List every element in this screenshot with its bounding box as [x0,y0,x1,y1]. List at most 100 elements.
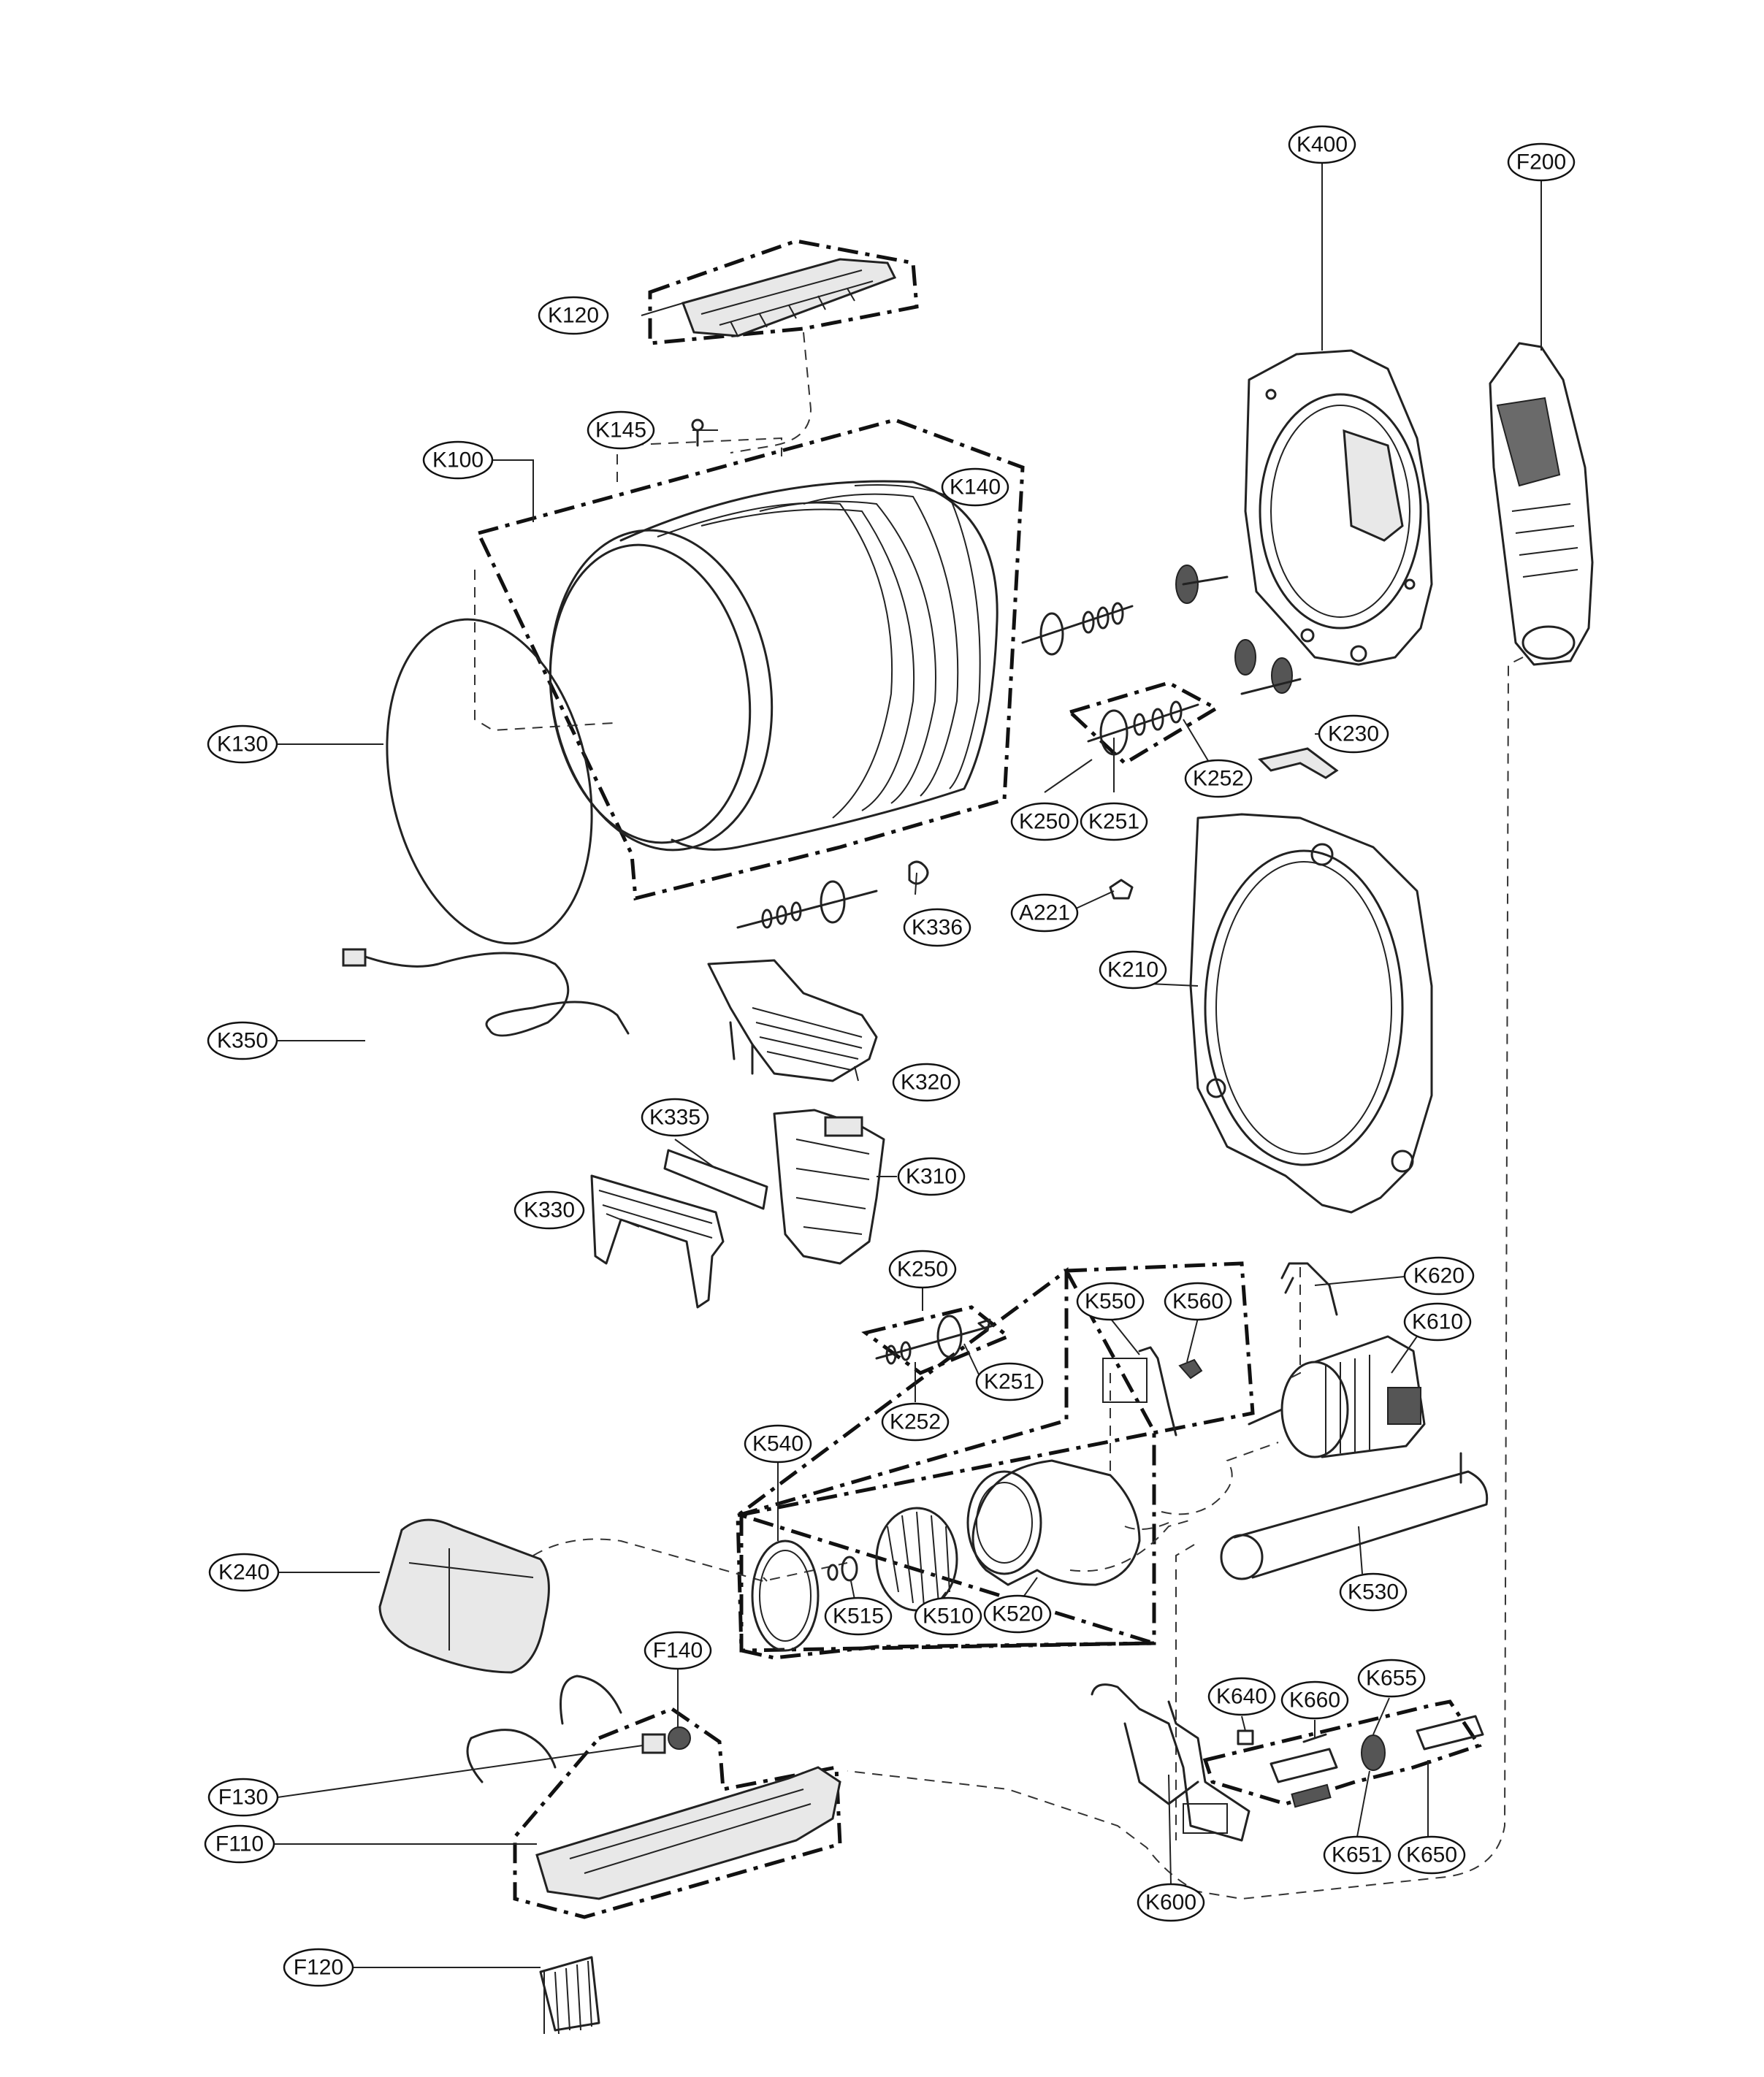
svg-text:K560: K560 [1172,1290,1223,1314]
callout-k100: K100 [422,440,494,480]
svg-text:K140: K140 [950,475,1001,500]
callout-k120: K120 [538,296,609,335]
svg-text:K250: K250 [897,1258,948,1282]
svg-text:F140: F140 [653,1639,703,1663]
callout-k650: K650 [1397,1835,1466,1875]
callout-k251-top: K251 [1080,802,1148,841]
callout-k250-mid: K250 [888,1250,957,1289]
front-bulkhead-part [1189,813,1433,1214]
svg-text:K145: K145 [595,418,646,443]
group-outlines [476,239,1482,1919]
callout-k130: K130 [207,724,278,764]
svg-text:F110: F110 [215,1832,264,1856]
connector-lines [474,332,1524,1900]
callout-k240: K240 [208,1553,280,1592]
roller-assembly-mid-part [875,1315,995,1365]
callout-k400: K400 [1288,125,1356,164]
motor-part [1248,1335,1426,1458]
thermostat-part [668,1726,691,1750]
svg-text:K120: K120 [548,304,599,328]
svg-text:K250: K250 [1019,810,1070,834]
heater-wires-part [466,1675,666,1783]
callout-k515: K515 [824,1596,893,1636]
rear-bulkhead-part [1244,349,1433,666]
svg-text:K640: K640 [1216,1685,1267,1709]
callout-k550: K550 [1076,1282,1145,1321]
motor-mount-part [1091,1683,1251,1842]
svg-text:K550: K550 [1085,1290,1136,1314]
roller-assembly-top-part [1087,700,1199,756]
svg-text:F130: F130 [218,1786,268,1810]
callout-k252-top: K252 [1184,759,1253,798]
callout-f120: F120 [283,1948,354,1987]
idler-shaft-part [1416,1715,1484,1751]
callout-k320: K320 [892,1063,961,1102]
callout-k145: K145 [587,410,655,450]
duct-top-part [681,258,897,337]
callout-k230: K230 [1318,714,1389,754]
svg-text:K540: K540 [752,1432,803,1456]
callout-k651: K651 [1323,1835,1391,1875]
svg-text:K520: K520 [992,1602,1043,1626]
callout-k610: K610 [1403,1302,1472,1342]
svg-text:K252: K252 [890,1410,941,1434]
blower-fan-part [875,1507,958,1612]
callout-k560: K560 [1164,1282,1232,1321]
motor-clip-part [1280,1262,1338,1316]
callout-k520: K520 [983,1594,1052,1634]
roller-shaft-part [1021,565,1302,695]
svg-text:K400: K400 [1297,133,1348,157]
svg-text:K320: K320 [901,1071,952,1095]
door-gasket-part [386,618,593,945]
callout-k310: K310 [897,1157,966,1196]
callout-k600: K600 [1137,1883,1205,1922]
svg-text:K530: K530 [1348,1580,1399,1604]
svg-text:K130: K130 [217,733,268,757]
svg-text:K610: K610 [1412,1310,1463,1334]
callout-k335: K335 [641,1098,709,1137]
callout-a221: A221 [1010,893,1079,933]
svg-text:K335: K335 [649,1106,700,1130]
svg-text:K240: K240 [218,1561,270,1585]
svg-text:K310: K310 [906,1165,957,1189]
small-parts-right [1237,1715,1484,1808]
svg-text:A221: A221 [1019,901,1070,925]
svg-text:K210: K210 [1107,958,1158,982]
callout-k530: K530 [1339,1572,1408,1612]
callout-k660: K660 [1280,1680,1349,1720]
svg-text:K251: K251 [1088,810,1139,834]
callout-k640: K640 [1207,1677,1276,1716]
callout-f140: F140 [644,1631,712,1670]
callout-k655: K655 [1357,1659,1426,1698]
callout-labels: K400 F200 K120 K145 K100 K140 K130 K230 … [204,125,1576,1987]
blower-washer-part [827,1556,858,1582]
bracket-small-part [1237,1729,1254,1745]
callout-k620: K620 [1403,1256,1475,1296]
blower-seal-part [751,1539,820,1652]
sensor-part [1102,1346,1203,1437]
pulley-part [1361,1734,1386,1771]
idler-bracket-part [1269,1748,1338,1783]
svg-text:K620: K620 [1413,1264,1465,1288]
lint-seal-part [663,1149,768,1210]
svg-text:K510: K510 [923,1604,974,1629]
callout-k251-mid: K251 [975,1362,1044,1401]
svg-text:K230: K230 [1328,722,1379,746]
svg-text:K251: K251 [984,1370,1035,1394]
cover-part [378,1518,550,1674]
svg-text:K655: K655 [1366,1667,1417,1691]
drum-part [549,480,999,852]
wire-harness-part [342,948,630,1037]
callout-k330: K330 [513,1190,585,1230]
callout-k252-mid: K252 [881,1402,950,1442]
svg-text:F200: F200 [1516,150,1566,175]
spring-lower-part [1291,1783,1332,1808]
blower-housing-part [966,1459,1141,1586]
callout-k350: K350 [207,1021,278,1060]
svg-text:K330: K330 [524,1198,575,1223]
heater-element-part [539,1956,600,2035]
svg-text:K600: K600 [1145,1891,1196,1915]
svg-text:K336: K336 [912,916,963,940]
svg-text:K651: K651 [1332,1843,1383,1867]
